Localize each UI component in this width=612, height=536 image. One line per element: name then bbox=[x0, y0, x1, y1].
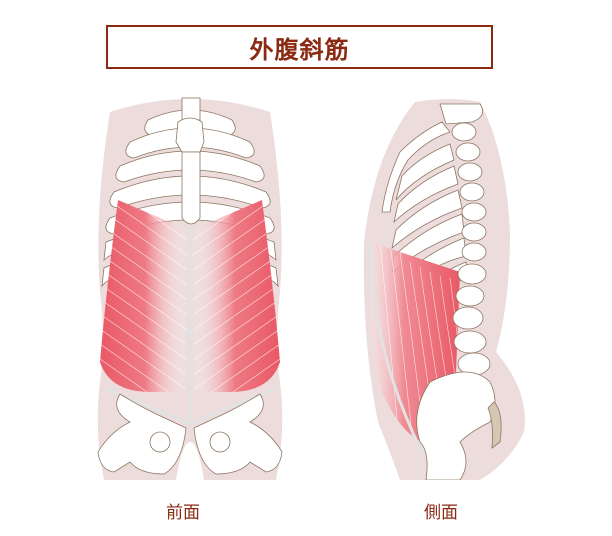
side-view-illustration bbox=[360, 92, 540, 480]
title-text: 外腹斜筋 bbox=[249, 35, 350, 64]
caption-side: 側面 bbox=[424, 503, 458, 523]
front-view-illustration bbox=[90, 92, 290, 480]
title-box: 外腹斜筋 bbox=[106, 25, 493, 69]
front-anatomy-icon bbox=[97, 97, 283, 480]
caption-front: 前面 bbox=[166, 503, 200, 523]
side-anatomy-icon bbox=[363, 99, 525, 480]
